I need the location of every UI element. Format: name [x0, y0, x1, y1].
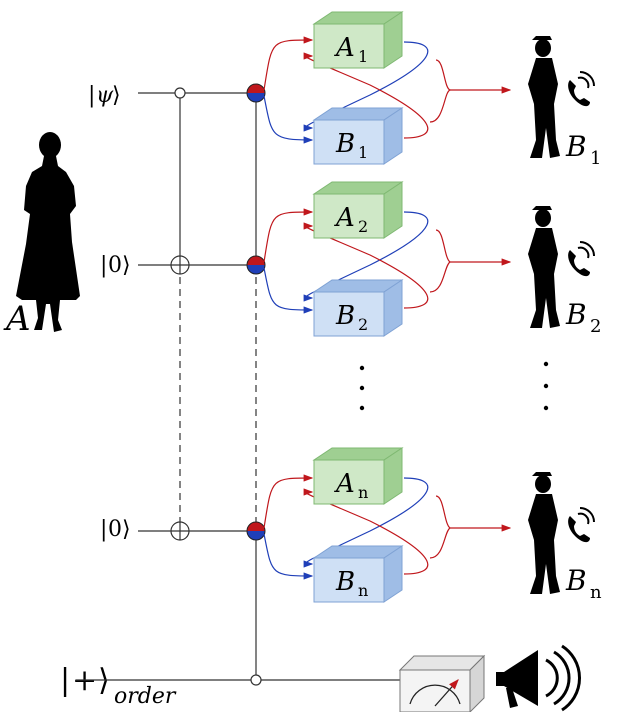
box-b-1-letter: B [335, 129, 355, 159]
svg-text:⟩: ⟩ [122, 253, 131, 278]
ellipsis-dots-right [543, 361, 549, 411]
svg-text:|: | [100, 517, 107, 542]
stage-2: A 2 B 2 [263, 181, 512, 337]
input-psi-label: ψ [96, 83, 114, 108]
phone-icon [568, 507, 595, 543]
box-a-1-sub: 1 [358, 47, 368, 66]
input-psi-ket: | ψ ⟩ [88, 83, 121, 108]
input-zero-ket-2: | 0 ⟩ [100, 517, 131, 542]
stage-1: A 1 B 1 [263, 11, 512, 165]
receiver-2-letter: B [565, 298, 587, 331]
phone-icon [568, 71, 595, 107]
receiver-1-letter: B [565, 130, 587, 163]
box-a-2-letter: A [334, 203, 355, 233]
receiver-silhouette-icon [528, 472, 560, 594]
phone-icon [568, 241, 595, 277]
box-b-n-letter: B [335, 567, 355, 597]
box-b-n-sub: n [358, 581, 368, 600]
order-subscript: order [114, 684, 177, 709]
input-zero-label-1: 0 [108, 253, 122, 278]
box-a-2-sub: 2 [358, 217, 368, 236]
input-zero-label-2: 0 [108, 517, 122, 542]
receiver-2: B 2 [528, 206, 601, 337]
svg-text:|: | [100, 253, 107, 278]
switch-node-1 [246, 83, 266, 103]
svg-text:|: | [60, 663, 70, 698]
receiver-n: B n [528, 472, 602, 603]
receiver-1-sub: 1 [590, 148, 601, 169]
box-b-2: B 2 [312, 279, 404, 337]
order-qubit-ket: | + ⟩ order [60, 663, 177, 709]
svg-text:⟩: ⟩ [122, 517, 131, 542]
box-b-n: B n [312, 545, 404, 603]
box-b-1-sub: 1 [358, 143, 368, 162]
box-a-2: A 2 [312, 181, 404, 239]
cnot-structure [170, 87, 190, 541]
receiver-silhouette-icon [528, 206, 560, 328]
stage-n: A n B n [263, 447, 512, 603]
receiver-silhouette-icon [528, 36, 560, 158]
box-a-n-sub: n [358, 483, 368, 502]
megaphone-icon [496, 644, 581, 712]
receiver-n-sub: n [590, 582, 602, 603]
box-b-2-letter: B [335, 301, 355, 331]
cnot-control-dot [174, 87, 186, 99]
order-control-line [250, 93, 262, 686]
svg-text:|: | [88, 83, 95, 108]
sender-label: A [3, 299, 31, 339]
receiver-1: B 1 [528, 36, 601, 169]
svg-text:⟩: ⟩ [112, 83, 121, 108]
ellipsis-dots-middle [359, 365, 365, 411]
measurement-meter-icon [398, 654, 486, 712]
wires [76, 92, 400, 681]
receiver-2-sub: 2 [590, 316, 601, 337]
switch-node-2 [246, 255, 266, 275]
switch-node-3 [246, 521, 266, 541]
box-a-1: A 1 [312, 11, 404, 69]
box-b-2-sub: 2 [358, 315, 368, 334]
receiver-n-letter: B [565, 564, 587, 597]
box-a-n: A n [312, 447, 404, 505]
sender-silhouette-icon [16, 132, 80, 332]
input-zero-ket-1: | 0 ⟩ [100, 253, 131, 278]
box-a-1-letter: A [334, 33, 355, 63]
box-b-1: B 1 [312, 107, 404, 165]
box-a-n-letter: A [334, 469, 355, 499]
